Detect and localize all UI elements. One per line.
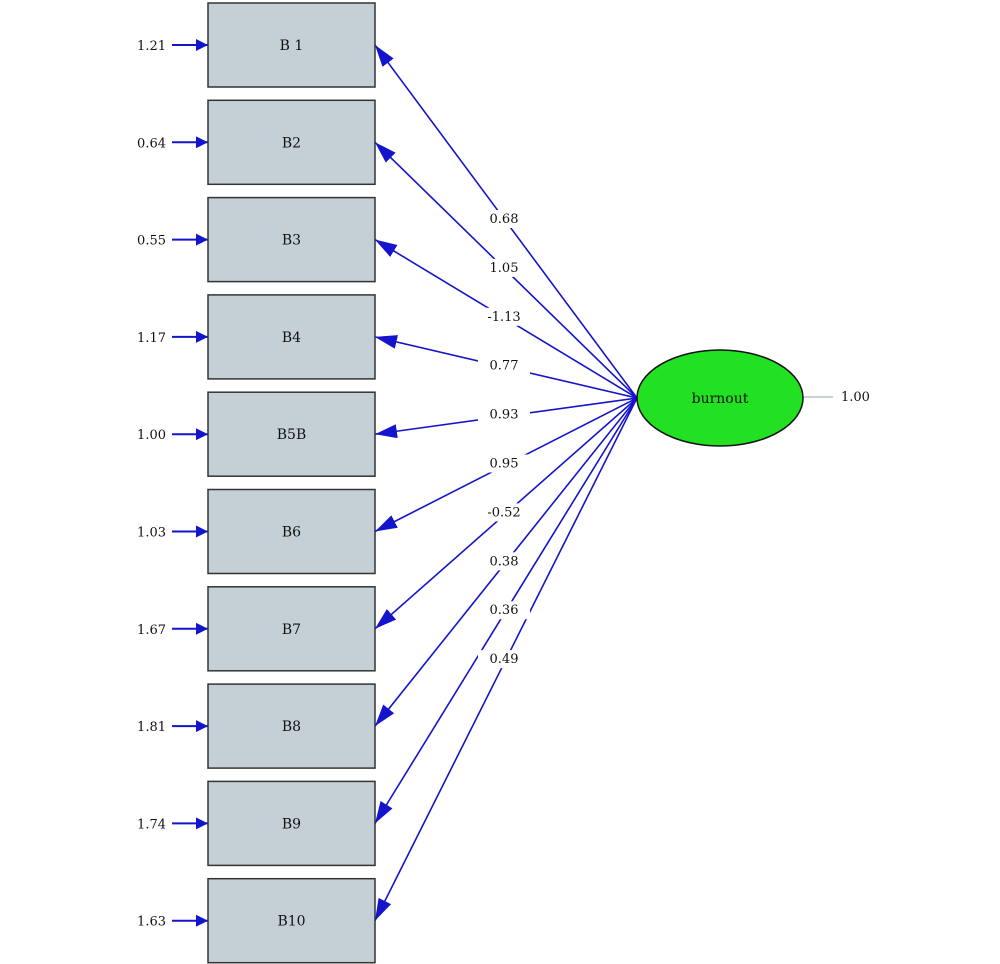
indicator-box[interactable] [207,294,376,380]
error-variance-value: 1.03 [137,526,166,541]
loading-value: 0.93 [490,408,519,423]
indicator-box[interactable] [207,391,376,477]
latent-burnout-label: burnout [692,391,749,407]
loading-value: 0.95 [490,457,519,472]
latent-variance-value: 1.00 [841,390,870,405]
loading-label-background [478,552,530,571]
latent-burnout-ellipse[interactable] [636,349,804,447]
loading-value: -1.13 [487,310,520,325]
indicator-box[interactable] [207,488,376,575]
indicator-label: B2 [282,135,301,151]
indicator-label: B9 [282,816,301,832]
error-variance-value: 1.63 [137,915,166,930]
loading-value: 0.36 [490,603,519,618]
error-variance-value: 1.21 [137,39,166,54]
loading-label-background [478,601,530,620]
indicator-box[interactable] [207,683,376,769]
loading-value: 0.38 [490,554,519,569]
error-variance-value: 1.81 [137,720,166,735]
indicator-label: B3 [282,233,301,249]
loading-value: 1.05 [490,261,519,276]
error-variance-value: 0.64 [137,136,166,151]
indicator-label: B4 [282,330,301,346]
indicator-box[interactable] [207,877,376,964]
loading-label-background [478,356,530,375]
error-variance-value: 0.55 [137,234,166,249]
error-variance-value: 1.00 [137,428,166,443]
indicator-label: B10 [277,914,305,930]
error-variance-value: 1.67 [137,623,166,638]
latent-variable-layer: burnout 1.00 [636,349,870,447]
indicator-label: B 1 [280,38,304,54]
indicator-label: B6 [282,525,301,541]
loading-label-background [478,258,530,277]
loading-value: 0.77 [490,359,519,374]
loading-label-background [478,210,530,228]
indicator-box[interactable] [207,196,376,283]
loading-value: 0.49 [490,652,519,667]
indicator-box[interactable] [207,586,376,672]
loading-value: -0.52 [487,505,520,520]
indicator-box[interactable] [207,99,376,186]
indicator-label: B5B [277,427,306,443]
indicator-label: B8 [282,719,301,735]
error-arrows-layer: 1.21 0.64 0.55 1.17 1.00 1.03 1.67 1.81 1.74 1.63 [137,39,208,930]
loading-arrows-layer [374,44,638,922]
indicator-label: B7 [282,622,301,638]
loading-labels-layer: 0.68 1.05 -1.13 0.77 0.93 0.95 -0.52 0.38 0.36 0.… [478,210,530,669]
indicator-box[interactable] [207,2,376,88]
loading-label-background [478,503,530,522]
error-variance-value: 1.17 [137,331,166,346]
loading-label-background [478,307,530,326]
indicator-box[interactable] [207,780,376,867]
loading-label-background [478,405,530,424]
loading-label-background [478,454,530,473]
loading-value: 0.68 [490,212,519,227]
error-variance-value: 1.74 [137,817,166,832]
loading-label-background [478,650,530,669]
